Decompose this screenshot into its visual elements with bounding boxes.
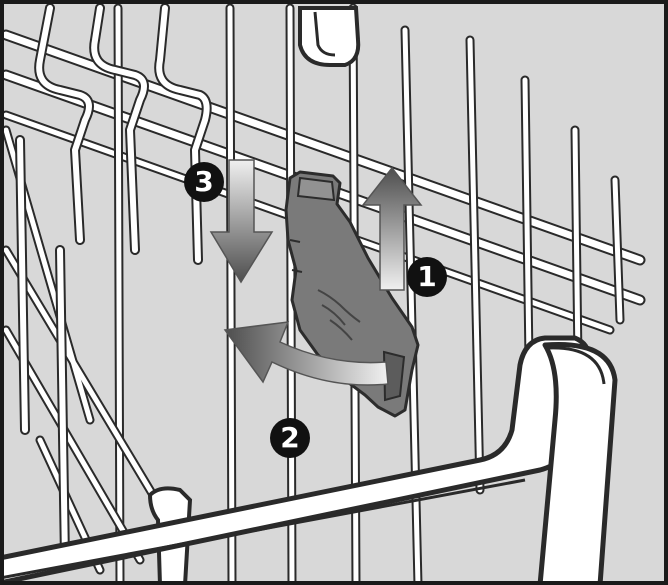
top-holder-icon [300, 8, 358, 65]
step-1-badge: 1 [407, 257, 447, 297]
step-3-badge: 3 [184, 162, 224, 202]
step-2-badge: 2 [270, 418, 310, 458]
